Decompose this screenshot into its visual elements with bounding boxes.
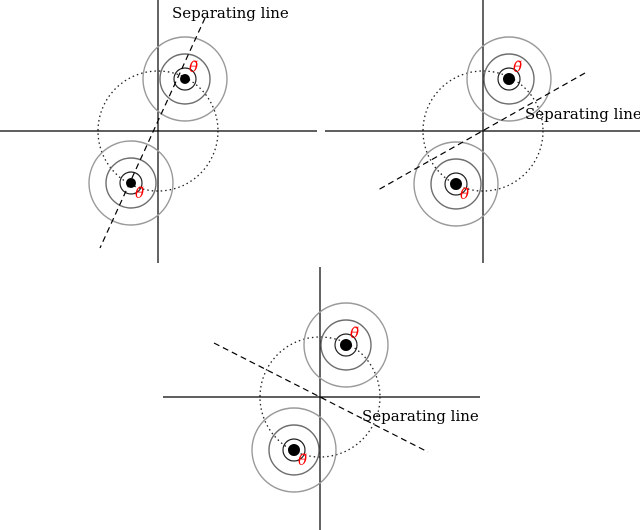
lower-cluster: [88, 140, 174, 226]
theta-tilde-lower: θ̃: [298, 451, 307, 469]
mode-point: [503, 73, 515, 85]
theta-tilde-upper: θ̃: [350, 324, 359, 342]
mode-point: [288, 444, 300, 456]
mode-point: [180, 74, 190, 84]
theta-tilde-lower: θ̃: [135, 184, 144, 202]
theta-tilde-upper: θ̃: [513, 58, 522, 76]
separating-line: [213, 342, 429, 453]
lower-cluster: [251, 407, 337, 493]
mode-point: [450, 178, 462, 190]
panel-top-right: Separating line θ̃ θ̃: [325, 0, 640, 263]
dotted-circle: [422, 70, 544, 192]
mode-point: [340, 339, 352, 351]
dotted-circle: [259, 336, 381, 458]
theta-tilde-upper: θ̃: [189, 58, 198, 76]
lower-cluster: [413, 141, 499, 227]
upper-cluster: [142, 36, 228, 122]
separating-line-label: Separating line: [362, 407, 479, 425]
separating-line-label: Separating line: [525, 105, 640, 123]
upper-cluster: [303, 302, 389, 388]
panel-top-left: Separating line θ̃ θ̃: [0, 0, 317, 263]
dotted-circle: [97, 70, 219, 192]
separating-line-label: Separating line: [172, 4, 289, 22]
theta-tilde-lower: θ̃: [460, 185, 469, 203]
upper-cluster: [466, 36, 552, 122]
panel-bottom: Separating line θ̃ θ̃: [163, 267, 480, 530]
separating-line: [99, 17, 206, 249]
